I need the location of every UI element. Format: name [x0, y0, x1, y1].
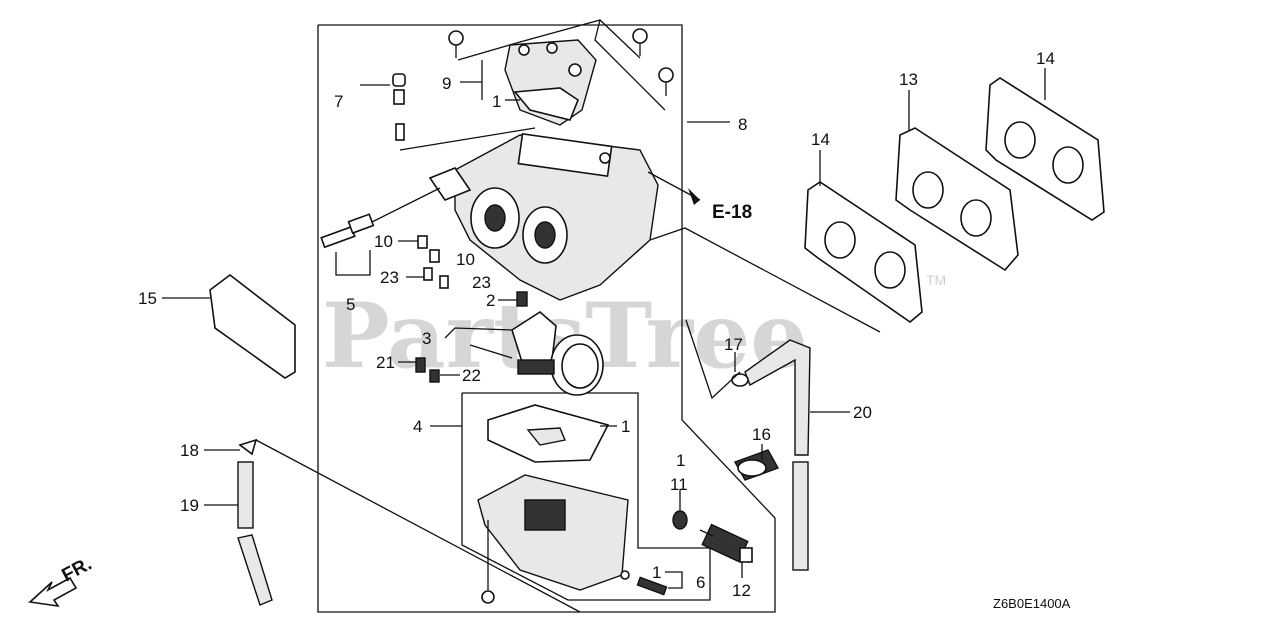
callout-20[interactable]: 20 — [853, 403, 872, 422]
jet-23[interactable] — [423, 267, 449, 289]
leader-7b — [399, 127, 536, 151]
callout-3[interactable]: 3 — [422, 329, 431, 348]
screw-22[interactable] — [429, 369, 440, 383]
leader-9b — [594, 19, 666, 111]
callout-1-drain[interactable]: 1 — [652, 563, 661, 582]
float-bowl[interactable] — [477, 474, 629, 604]
callout-7[interactable]: 7 — [334, 92, 343, 111]
callout-23-right[interactable]: 23 — [472, 273, 491, 292]
diagram-code: Z6B0E1400A — [993, 596, 1071, 611]
insulator-gasket-14-right[interactable] — [985, 77, 1105, 221]
reference-e18[interactable]: E-18 — [712, 202, 752, 223]
callout-6[interactable]: 6 — [696, 573, 705, 592]
callout-15[interactable]: 15 — [138, 289, 157, 308]
leader-e18 — [649, 227, 881, 333]
callout-17[interactable]: 17 — [724, 335, 743, 354]
intake-o-ring[interactable] — [209, 273, 296, 379]
callout-1-washer[interactable]: 1 — [676, 451, 685, 470]
callout-19[interactable]: 19 — [180, 496, 199, 515]
callout-14-right[interactable]: 14 — [1036, 49, 1055, 68]
vent-tube[interactable] — [744, 339, 811, 571]
watermark-trademark: TM — [926, 272, 946, 288]
callout-13[interactable]: 13 — [899, 70, 918, 89]
tube-clamp-16[interactable] — [733, 449, 780, 481]
callout-11[interactable]: 11 — [670, 475, 688, 494]
insulator-gasket-14-left[interactable] — [804, 181, 923, 324]
callout-10-right[interactable]: 10 — [456, 250, 475, 269]
tube-clip-18[interactable] — [238, 438, 258, 456]
float-bowl-frame — [461, 392, 711, 601]
top-gasket[interactable] — [513, 87, 579, 121]
callout-2[interactable]: 2 — [486, 291, 495, 310]
callout-16[interactable]: 16 — [752, 425, 771, 444]
callout-9[interactable]: 9 — [442, 74, 451, 93]
callout-23-left[interactable]: 23 — [380, 268, 399, 287]
throttle-stop-screw[interactable] — [320, 213, 375, 249]
carburetor-body[interactable] — [428, 132, 659, 301]
heat-insulator-13[interactable] — [895, 127, 1019, 272]
leader-18 — [255, 439, 581, 613]
leader-17 — [685, 319, 741, 400]
leader-9 — [457, 19, 641, 61]
float[interactable] — [469, 311, 604, 396]
drain-tube[interactable] — [237, 461, 273, 606]
callout-1-top[interactable]: 1 — [492, 92, 501, 111]
callout-4[interactable]: 4 — [413, 417, 422, 436]
fuel-cut-solenoid[interactable] — [699, 523, 753, 563]
float-valve[interactable] — [516, 291, 528, 307]
leader-3 — [444, 327, 513, 339]
leader-5 — [335, 250, 371, 276]
leader-5b — [371, 187, 441, 223]
callout-5[interactable]: 5 — [346, 295, 355, 314]
callout-1-gasket[interactable]: 1 — [621, 417, 630, 436]
cover-screw[interactable] — [448, 28, 674, 96]
callout-22[interactable]: 22 — [462, 366, 481, 385]
screw-21[interactable] — [415, 357, 426, 373]
front-direction-arrow — [28, 576, 78, 608]
assembly-frame — [317, 24, 776, 613]
washer-11[interactable] — [672, 510, 688, 530]
float-bowl-gasket[interactable] — [487, 404, 610, 463]
leader-6 — [665, 571, 683, 589]
callout-leaders — [162, 60, 1046, 578]
pilot-screw-set[interactable] — [392, 73, 406, 141]
callout-12[interactable]: 12 — [732, 581, 751, 600]
jet-10[interactable] — [417, 235, 440, 263]
callout-21[interactable]: 21 — [376, 353, 395, 372]
tube-clip-17[interactable] — [731, 373, 749, 387]
callout-8[interactable]: 8 — [738, 115, 747, 134]
drain-screw[interactable] — [620, 570, 668, 596]
e18-reference-arrow — [647, 171, 701, 205]
callout-10-left[interactable]: 10 — [374, 232, 393, 251]
callout-18[interactable]: 18 — [180, 441, 199, 460]
callout-14-left[interactable]: 14 — [811, 130, 830, 149]
